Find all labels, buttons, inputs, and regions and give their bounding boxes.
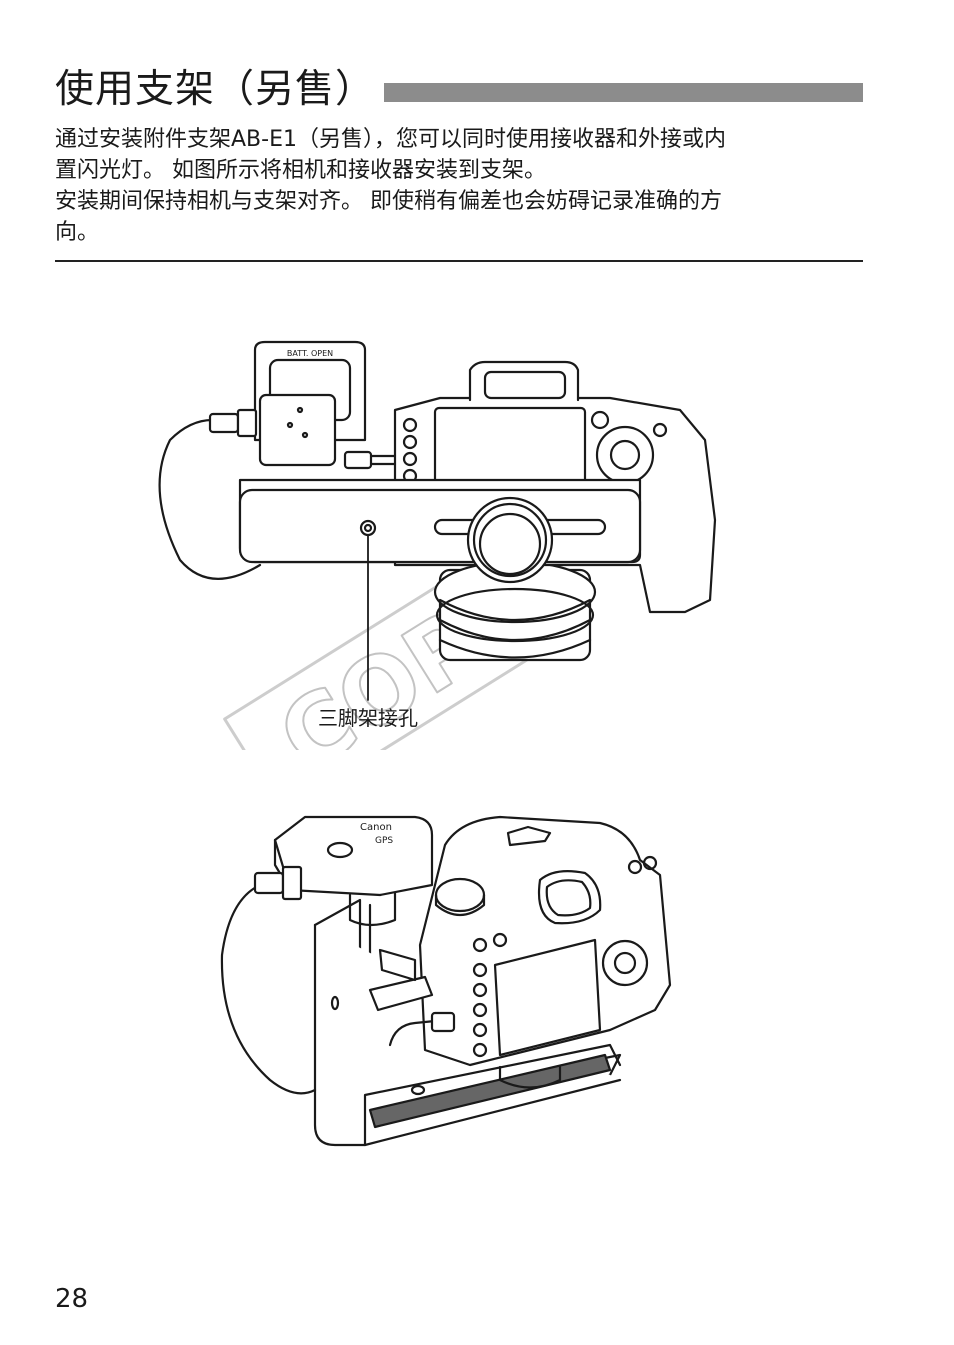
intro-line: 置闪光灯。 如图所示将相机和接收器安装到支架。	[55, 158, 546, 183]
svg-text:Canon: Canon	[360, 822, 392, 833]
page-number: 28	[55, 1284, 89, 1314]
tripod-socket-callout: 三脚架接孔	[318, 706, 418, 730]
intro-line: 通过安装附件支架AB-E1（另售），您可以同时使用接收器和外接或内	[55, 127, 726, 152]
page-title: 使用支架（另售）	[55, 67, 376, 112]
intro-line: 安装期间保持相机与支架对齐。 即使稍有偏差也会妨碍记录准确的方	[55, 189, 722, 214]
intro-text: 通过安装附件支架AB-E1（另售），您可以同时使用接收器和外接或内 置闪光灯。 …	[55, 124, 865, 248]
svg-text:BATT. OPEN: BATT. OPEN	[287, 349, 333, 358]
title-bar-decoration	[384, 83, 863, 102]
bracket-perspective-illustration: Canon GPS	[210, 805, 685, 1155]
svg-text:GPS: GPS	[375, 836, 393, 846]
section-divider	[55, 260, 863, 262]
intro-line: 向。	[55, 220, 100, 245]
bracket-top-view-illustration: COPY BATT. OPEN	[140, 330, 730, 750]
